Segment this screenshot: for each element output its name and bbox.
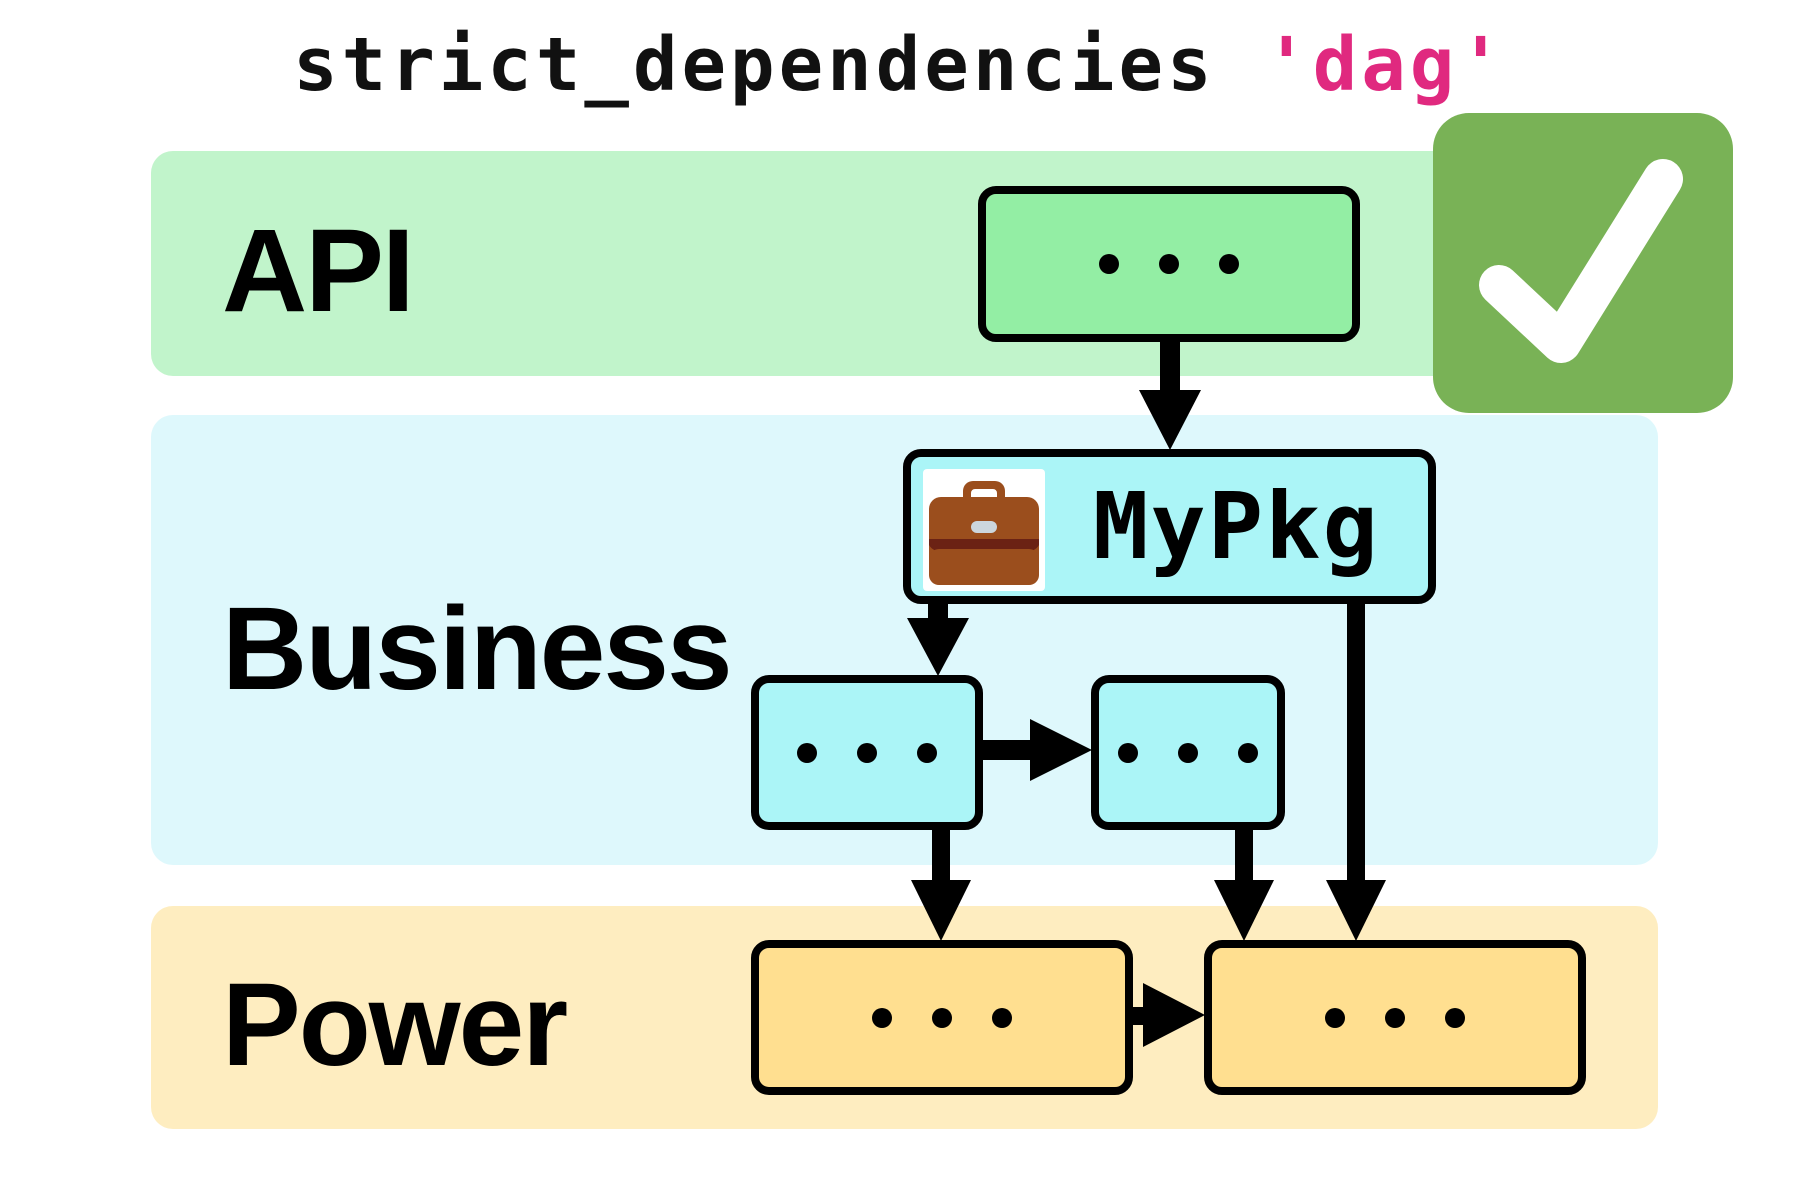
node-api-1[interactable] (978, 186, 1360, 342)
title-argument: 'dag' (1264, 22, 1507, 108)
edge-business-1-to-power-1 (911, 827, 971, 941)
ellipsis-icon (797, 742, 937, 763)
layer-label-api: API (222, 205, 415, 337)
layer-label-power: Power (222, 959, 568, 1091)
ellipsis-icon (1099, 254, 1239, 274)
node-mypkg-label: MyPkg (1093, 473, 1380, 580)
diagram-title: strict_dependencies 'dag' (0, 22, 1800, 108)
briefcase-icon-frame (923, 469, 1045, 591)
ellipsis-icon (1118, 742, 1258, 763)
edge-business-1-to-business-2 (980, 719, 1092, 781)
node-power-2[interactable] (1204, 940, 1586, 1095)
edge-mypkg-to-business-1 (907, 600, 969, 676)
edge-mypkg-to-power-2 (1326, 600, 1386, 941)
ellipsis-icon (1325, 1007, 1465, 1028)
ellipsis-icon (872, 1007, 1012, 1028)
node-business-2[interactable] (1091, 675, 1285, 830)
edge-power-1-to-power-2 (1130, 983, 1205, 1047)
edge-business-2-to-power-2 (1214, 827, 1274, 941)
edge-api-1-to-mypkg (1139, 340, 1201, 450)
layer-label-business: Business (222, 583, 733, 715)
node-business-1[interactable] (751, 675, 983, 830)
node-power-1[interactable] (751, 940, 1133, 1095)
check-icon (1479, 159, 1683, 363)
status-badge (1433, 113, 1733, 413)
briefcase-icon (929, 481, 1039, 585)
node-mypkg[interactable]: MyPkg (903, 449, 1436, 604)
title-keyword: strict_dependencies (293, 22, 1216, 108)
